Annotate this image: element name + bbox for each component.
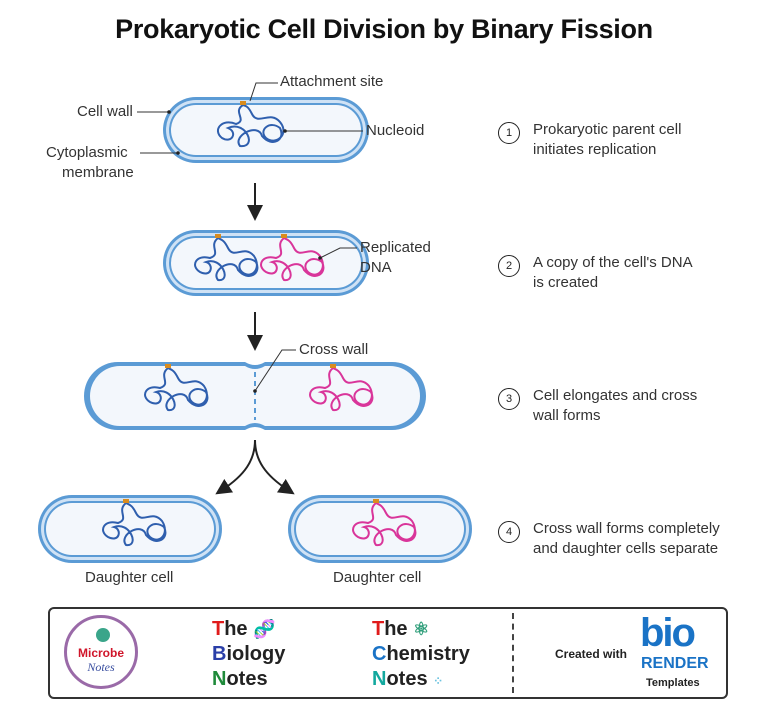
- step-number-badge: 1: [498, 122, 520, 144]
- daughter-cell-left-shape: [38, 495, 222, 563]
- replicated-dna: [260, 237, 325, 281]
- right-dna: [309, 367, 374, 411]
- created-with-text: Created with: [555, 647, 628, 661]
- step-text-line: A copy of the cell's DNA: [533, 254, 693, 271]
- particles-icon: ⁘: [433, 674, 444, 688]
- dna-icon: 🧬: [253, 619, 276, 639]
- initial-letter: B: [212, 643, 227, 665]
- microbe-notes-line1: Microbe: [77, 646, 124, 660]
- nucleoid-dna: [217, 104, 285, 148]
- attachment-site-marker: [240, 101, 246, 105]
- step-text-line: wall forms: [533, 407, 601, 424]
- chemistry-notes-logo[interactable]: The ⚛ Chemistry Notes ⁘: [372, 617, 470, 694]
- replicated-dna-label-1: Replicated: [360, 239, 431, 256]
- daughter-cell-left-label: Daughter cell: [85, 569, 174, 586]
- elongated-cell: [84, 362, 426, 430]
- arrow-split-left: [215, 439, 256, 495]
- footer-logos: Microbe Notes The 🧬 Biology Notes The ⚛ …: [48, 607, 728, 699]
- biology-the-text: The: [212, 618, 248, 640]
- daughter-cell-right-label: Daughter cell: [333, 569, 422, 586]
- initial-letter: N: [372, 668, 387, 690]
- chemistry-text: Chemistry: [372, 643, 470, 665]
- attachment-leader: [249, 82, 278, 102]
- biorender-logo-render: RENDER: [641, 655, 709, 672]
- cytoplasmic-membrane-label-2: membrane: [62, 164, 134, 181]
- step-number-badge: 4: [498, 521, 520, 543]
- biology-text: Biology: [212, 643, 285, 665]
- nucleoid-label: Nucleoid: [366, 122, 425, 139]
- word-rest: hemistry: [386, 643, 470, 665]
- original-dna: [194, 237, 259, 281]
- step-text-line: Cell elongates and cross: [533, 387, 698, 404]
- step-text-line: Cross wall forms completely: [533, 520, 720, 537]
- daughter-cell-right-shape: [288, 495, 472, 563]
- initial-letter: C: [372, 643, 387, 665]
- cytoplasmic-membrane-label-1: Cytoplasmic: [46, 144, 128, 161]
- microbe-notes-logo[interactable]: Microbe Notes: [64, 615, 138, 689]
- cell-wall-label: Cell wall: [77, 103, 133, 120]
- biorender-logo-bio[interactable]: bio: [640, 611, 696, 655]
- arrow-split-right: [254, 439, 295, 495]
- biology-notes-text: Notes: [212, 668, 268, 690]
- word-rest: otes: [386, 668, 428, 690]
- page-title: Prokaryotic Cell Division by Binary Fiss…: [115, 14, 653, 44]
- microbe-icon: [96, 628, 110, 642]
- biology-notes-logo[interactable]: The 🧬 Biology Notes: [212, 617, 285, 692]
- cross-wall-leader: [254, 349, 296, 392]
- left-dna: [144, 367, 209, 411]
- microbe-notes-line2: Notes: [87, 660, 115, 674]
- initial-letter: N: [212, 668, 227, 690]
- chemistry-notes-text: Notes: [372, 668, 428, 690]
- footer-divider: [512, 613, 514, 693]
- replicated-dna-label-2: DNA: [360, 259, 392, 276]
- parent-cell: [163, 97, 369, 163]
- replicating-cell: [163, 230, 369, 296]
- word-rest: he: [384, 618, 408, 640]
- word-rest: iology: [226, 643, 286, 665]
- initial-letter: T: [372, 618, 385, 640]
- step-number-badge: 2: [498, 255, 520, 277]
- step-text-line: is created: [533, 274, 599, 291]
- cross-wall-label: Cross wall: [299, 341, 369, 358]
- chemistry-the-text: The: [372, 618, 408, 640]
- biorender-templates-text: Templates: [646, 677, 700, 689]
- step-text-line: initiates replication: [533, 141, 657, 158]
- word-rest: he: [224, 618, 248, 640]
- step-number-badge: 3: [498, 388, 520, 410]
- step-text-line: and daughter cells separate: [533, 540, 719, 557]
- initial-letter: T: [212, 618, 225, 640]
- attachment-site-label: Attachment site: [280, 73, 384, 90]
- step-text-line: Prokaryotic parent cell: [533, 121, 682, 138]
- atom-icon: ⚛: [413, 619, 430, 639]
- replicated-dna-leader: [319, 247, 357, 259]
- word-rest: otes: [226, 668, 268, 690]
